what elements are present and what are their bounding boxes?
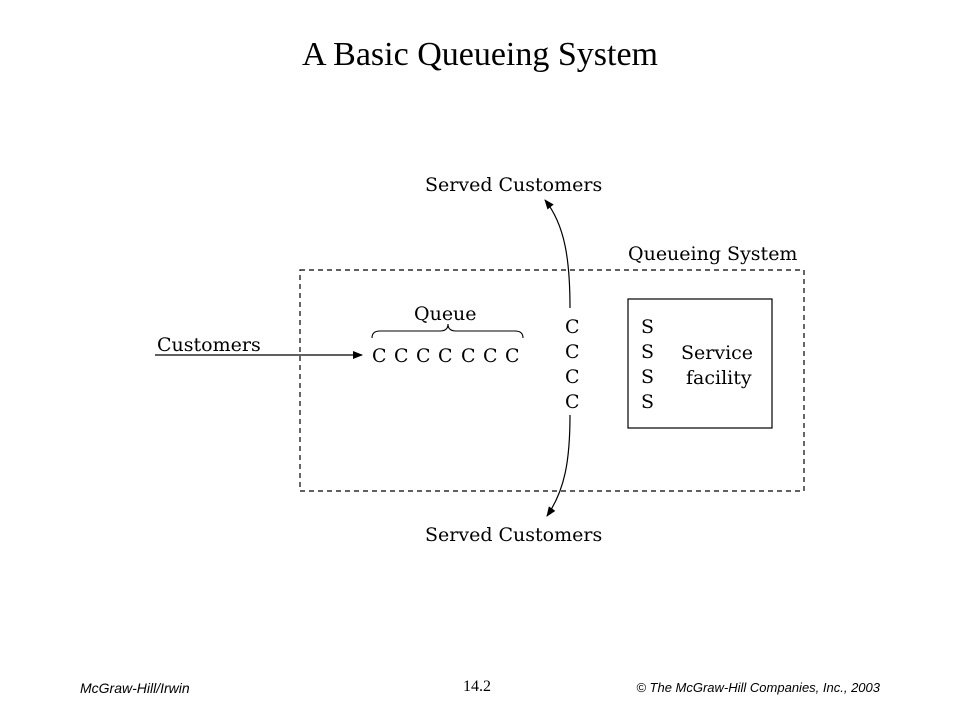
server: S [641,366,654,388]
service-customer: C [565,316,580,338]
server: S [641,341,654,363]
footer-copyright: © The McGraw-Hill Companies, Inc., 2003 [636,680,880,695]
service-customer: C [565,341,580,363]
queue-customer: C [505,345,520,367]
queue-customer: C [461,345,476,367]
queue-customer: C [438,345,453,367]
footer-publisher: McGraw-Hill/Irwin [80,680,190,696]
queueing-system-label: Queueing System [628,243,797,265]
server: S [641,391,654,413]
queue-customer: C [394,345,409,367]
slide-number: 14.2 [463,678,491,695]
served-down-arrow [546,414,571,517]
service-customer: C [565,391,580,413]
service-facility-box [627,298,773,429]
queue-customer: C [372,345,387,367]
queue-customer: C [416,345,431,367]
server: S [641,316,654,338]
queue-brace [371,323,524,339]
facility-label: facility [686,367,752,389]
queue-label: Queue [414,303,477,325]
queue-customer: C [483,345,498,367]
service-label: Service [681,342,753,364]
served-customers-bottom-label: Served Customers [425,524,602,546]
page-title: A Basic Queueing System [301,36,659,73]
customers-label: Customers [157,334,261,356]
served-customers-top-label: Served Customers [425,174,602,196]
served-up-arrow [544,199,571,309]
queueing-system-boundary [299,269,805,492]
service-customer: C [565,366,580,388]
